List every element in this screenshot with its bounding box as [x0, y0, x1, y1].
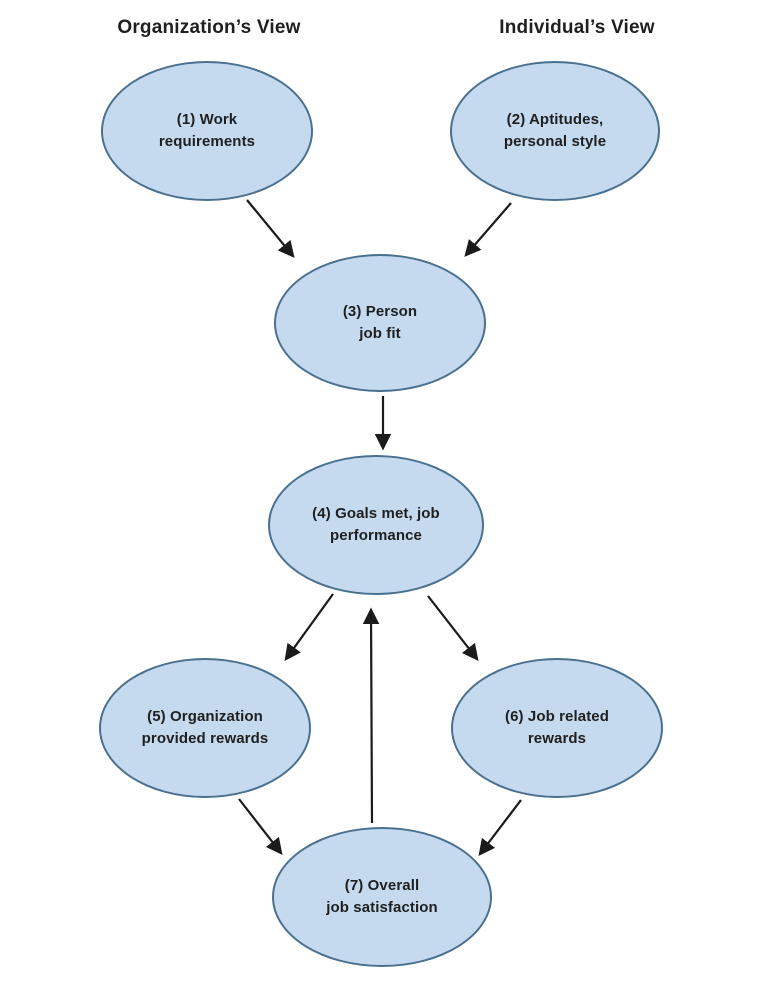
node-3-label: (3) Person job fit	[342, 303, 418, 342]
node-1-label: (1) Work requirements	[158, 111, 256, 150]
node-7-label: (7) Overall job satisfaction	[326, 877, 438, 916]
edge-1-to-3	[246, 199, 295, 258]
column-header-organizations-view: Organization’s View	[117, 17, 301, 38]
edge-5-to-7	[238, 798, 283, 855]
node-5-organization-provided-rewards: (5) Organization provided rewards	[99, 658, 311, 798]
node-2-aptitudes-personal-style: (2) Aptitudes, personal style	[450, 61, 660, 201]
node-1-work-requirements: (1) Work requirements	[101, 61, 313, 201]
node-2-label: (2) Aptitudes, personal style	[503, 111, 607, 150]
node-7-overall-job-satisfaction: (7) Overall job satisfaction	[272, 827, 492, 967]
node-4-goals-met-job-performance: (4) Goals met, job performance	[268, 455, 484, 595]
edge-2-to-3	[464, 202, 512, 257]
edge-7-to-4	[362, 607, 380, 824]
node-5-label: (5) Organization provided rewards	[141, 708, 269, 747]
column-header-individuals-view: Individual’s View	[499, 17, 655, 38]
node-6-label: (6) Job related rewards	[504, 708, 610, 747]
edge-6-to-7	[478, 799, 522, 856]
edge-4-to-6	[427, 595, 479, 661]
node-3-person-job-fit: (3) Person job fit	[274, 254, 486, 392]
edge-4-to-5	[284, 593, 334, 662]
node-4-label: (4) Goals met, job performance	[312, 505, 440, 544]
node-6-job-related-rewards: (6) Job related rewards	[451, 658, 663, 798]
